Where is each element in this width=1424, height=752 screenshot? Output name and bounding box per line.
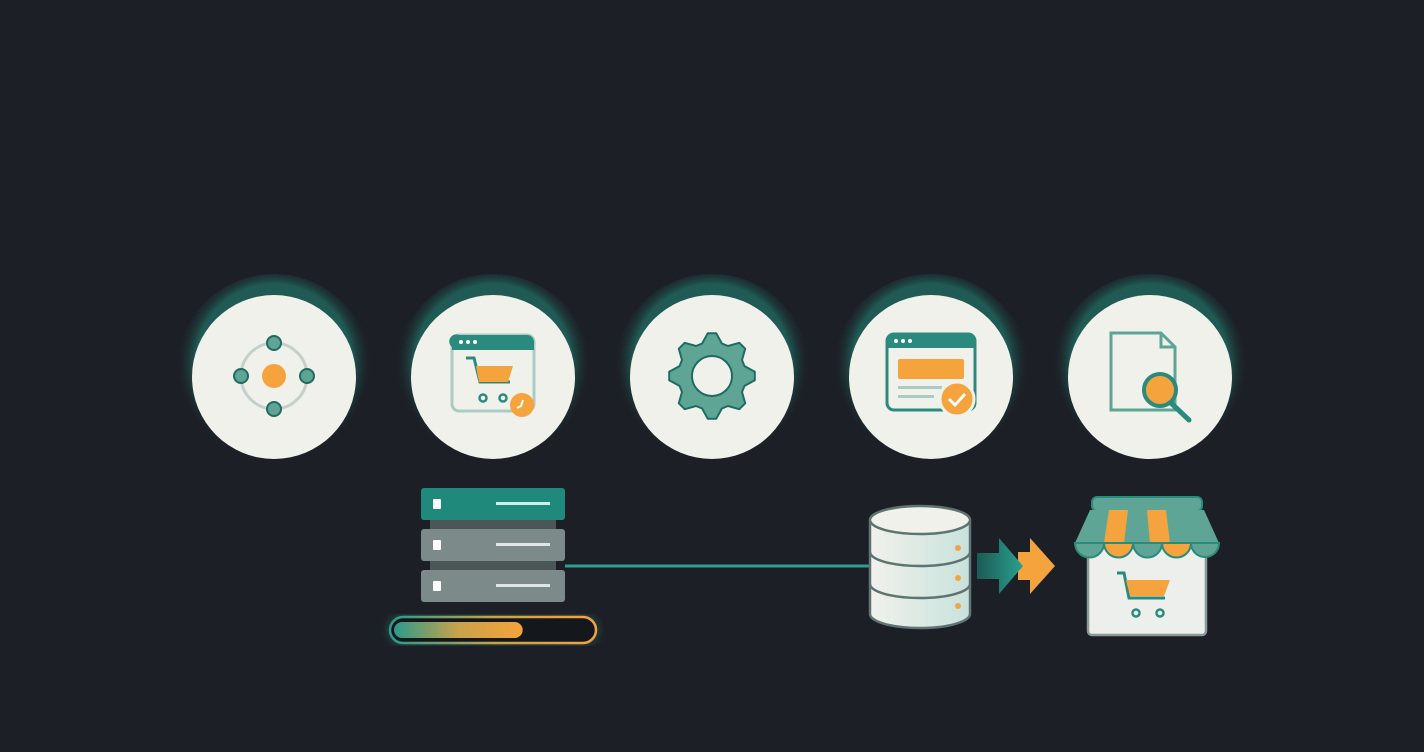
browser-cart-icon — [449, 333, 536, 417]
storefront-cart-icon — [1073, 496, 1221, 637]
server-stack-icon — [421, 488, 565, 602]
database-icon — [868, 504, 972, 630]
browser-checkmark-icon — [885, 332, 977, 418]
gear-icon — [668, 332, 756, 420]
network-nodes-icon — [233, 335, 315, 417]
document-search-icon — [1109, 331, 1192, 423]
double-arrow-icon — [977, 538, 1055, 594]
step-circle-5 — [1052, 274, 1248, 470]
progress-fill — [394, 622, 523, 638]
progress-bar — [388, 615, 598, 645]
